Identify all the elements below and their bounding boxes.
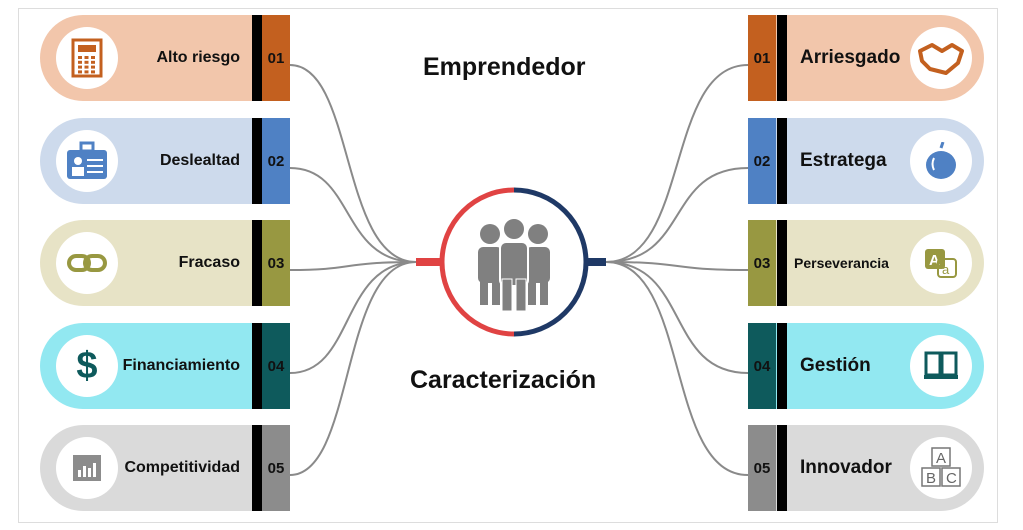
item-label: Gestión xyxy=(800,355,871,376)
connector-right-3 xyxy=(605,261,749,271)
left-stub xyxy=(416,258,443,266)
connector-right-4 xyxy=(605,261,749,374)
left-item-1: Alto riesgo 01 xyxy=(40,15,290,101)
frame xyxy=(18,8,998,523)
bar-chart-icon xyxy=(56,437,118,499)
tab-divider xyxy=(252,118,262,204)
item-number: 04 xyxy=(262,323,290,409)
item-label: Innovador xyxy=(800,457,892,478)
tab-divider xyxy=(252,425,262,511)
calculator-icon xyxy=(56,27,118,89)
item-label: Alto riesgo xyxy=(156,49,240,66)
item-label: Perseverancia xyxy=(794,255,889,271)
item-number: 05 xyxy=(262,425,290,511)
tab-divider xyxy=(777,118,787,204)
right-item-4: Gestión 04 xyxy=(748,323,984,409)
people-group-icon xyxy=(478,217,550,312)
left-item-2: Deslealtad 02 xyxy=(40,118,290,204)
tab-divider xyxy=(777,425,787,511)
title-caracterizacion: Caracterización xyxy=(410,366,597,394)
connector-left-1 xyxy=(289,64,417,263)
svg-text:A: A xyxy=(929,252,940,269)
item-label: Financiamiento xyxy=(122,357,240,374)
svg-text:a: a xyxy=(942,262,950,277)
item-number: 05 xyxy=(748,425,776,511)
item-number: 02 xyxy=(262,118,290,204)
item-label: Fracaso xyxy=(178,254,240,271)
tab-divider xyxy=(252,323,262,409)
connector-right-2 xyxy=(605,167,749,263)
title-emprendedor: Emprendedor xyxy=(423,53,586,81)
item-number: 02 xyxy=(748,118,776,204)
right-item-1: Arriesgado 01 xyxy=(748,15,984,101)
item-label: Competitividad xyxy=(124,459,240,476)
apple-icon xyxy=(910,130,972,192)
connector-left-3 xyxy=(289,261,417,271)
item-number: 01 xyxy=(748,15,776,101)
dollar-icon: $ xyxy=(56,335,118,397)
connector-left-2 xyxy=(289,167,417,263)
tab-divider xyxy=(777,15,787,101)
left-item-4: $Financiamiento 04 xyxy=(40,323,290,409)
tab-divider xyxy=(252,220,262,306)
svg-text:A: A xyxy=(936,450,946,467)
chain-link-icon xyxy=(56,232,118,294)
item-number: 03 xyxy=(748,220,776,306)
center-hub xyxy=(416,187,606,337)
left-item-3: Fracaso 03 xyxy=(40,220,290,306)
tab-divider xyxy=(252,15,262,101)
item-number: 01 xyxy=(262,15,290,101)
handshake-icon xyxy=(910,27,972,89)
tab-divider xyxy=(777,323,787,409)
svg-text:B: B xyxy=(926,470,936,487)
book-icon xyxy=(910,335,972,397)
item-label: Arriesgado xyxy=(800,47,901,68)
connector-left-4 xyxy=(289,261,417,374)
connector-right-5 xyxy=(605,261,749,476)
connector-right-1 xyxy=(605,64,749,263)
item-number: 04 xyxy=(748,323,776,409)
tab-divider xyxy=(777,220,787,306)
connector-left-5 xyxy=(289,261,417,476)
item-label: Estratega xyxy=(800,150,887,171)
right-item-2: Estratega 02 xyxy=(748,118,984,204)
id-badge-icon xyxy=(56,130,118,192)
right-stub xyxy=(586,258,606,266)
left-item-5: Competitividad 05 xyxy=(40,425,290,511)
item-number: 03 xyxy=(262,220,290,306)
item-label: Deslealtad xyxy=(159,152,240,169)
svg-text:C: C xyxy=(946,470,957,487)
